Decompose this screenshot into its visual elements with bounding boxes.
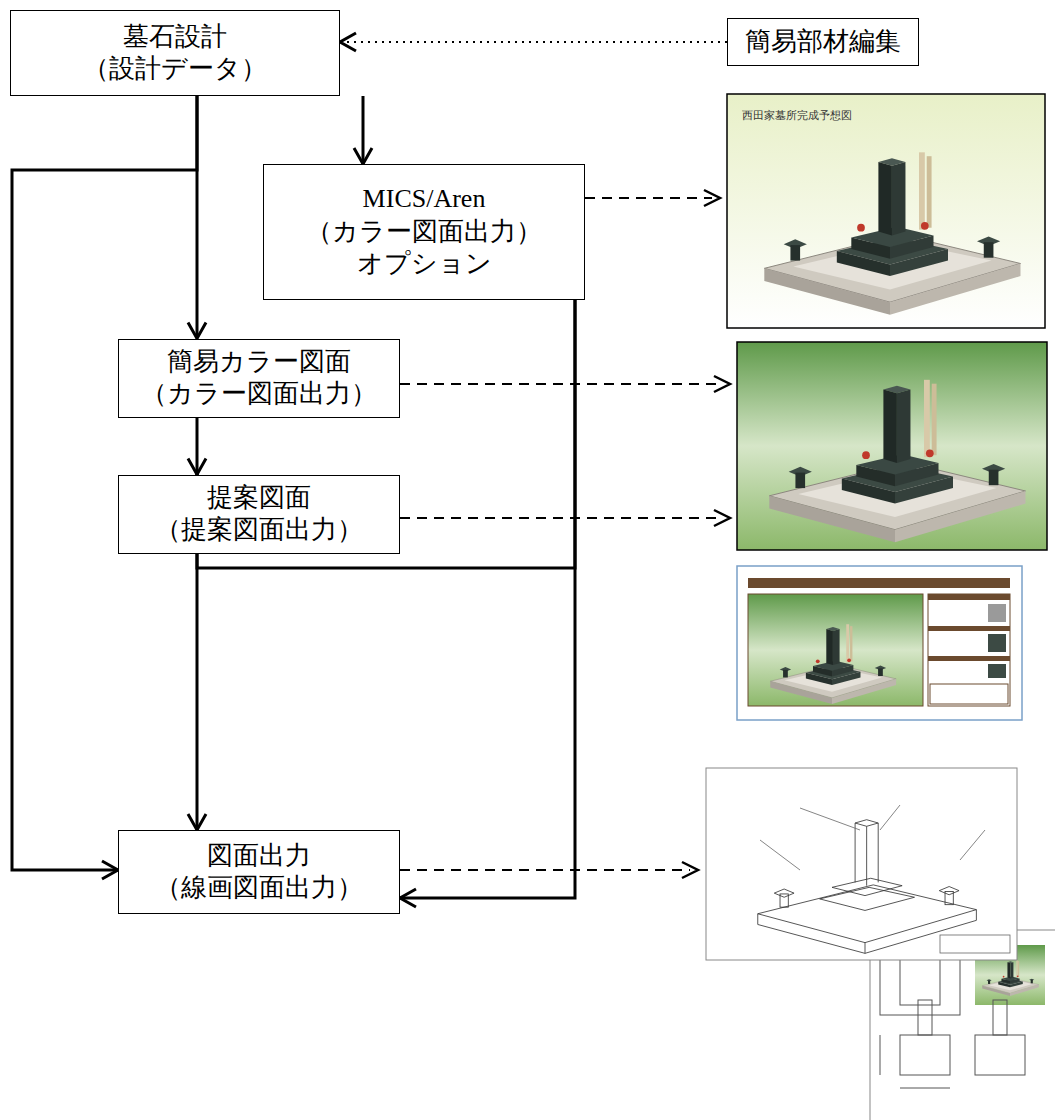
dotted-arrow	[340, 33, 727, 51]
process-box: 墓石設計（設計データ）	[10, 10, 340, 96]
flow-arrow	[354, 96, 372, 164]
process-box: 図面出力（線画図面出力）	[118, 830, 400, 914]
box-text: （提案図面出力）	[155, 514, 363, 547]
flow-arrow	[188, 418, 206, 475]
box-text: （カラー図面出力）	[141, 378, 377, 411]
process-box: 簡易カラー図面（カラー図面出力）	[118, 339, 400, 418]
box-text: 墓石設計	[123, 21, 227, 54]
box-text: 簡易カラー図面	[167, 346, 351, 379]
process-box: 簡易部材編集	[727, 18, 919, 66]
box-text: （線画図面出力）	[155, 872, 363, 905]
process-box: 提案図面（提案図面出力）	[118, 475, 400, 554]
picture-title: 西田家墓所完成予想図	[742, 108, 852, 123]
box-text: 図面出力	[207, 840, 311, 873]
box-text: オプション	[357, 248, 492, 281]
process-box: MICS/Aren（カラー図面出力）オプション	[263, 164, 585, 300]
box-text: 簡易部材編集	[745, 26, 901, 59]
flow-arrow	[400, 300, 575, 907]
box-text: （設計データ）	[83, 53, 267, 86]
box-text: 提案図面	[207, 482, 311, 515]
box-text: （カラー図面出力）	[306, 216, 542, 249]
flow-arrow	[188, 554, 206, 831]
box-text: MICS/Aren	[363, 183, 486, 216]
